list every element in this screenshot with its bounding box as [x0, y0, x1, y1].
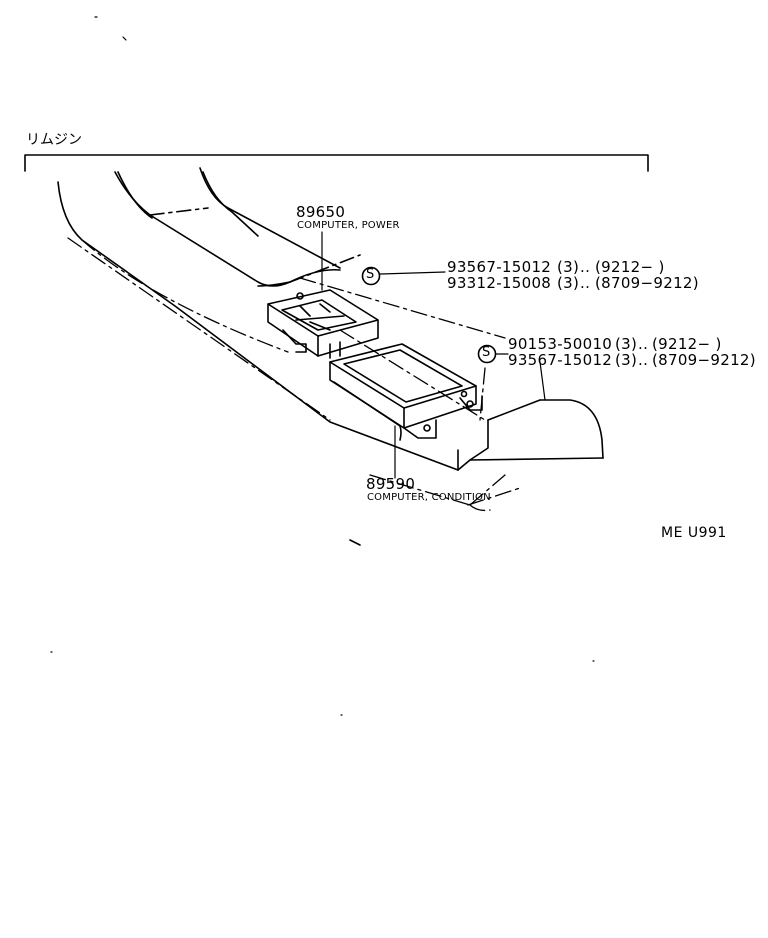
screw-date-range: (9212− ) [652, 335, 722, 353]
condition-computer-drawing [329, 343, 483, 441]
limousine-label: リムジン [26, 132, 82, 148]
screw-separator: .. [580, 258, 591, 276]
screw-quantity: (3) [557, 258, 580, 276]
screw-separator: .. [638, 351, 649, 369]
screw-date-range: (9212− ) [595, 258, 665, 276]
diagram-code: ME U991 [661, 525, 727, 541]
power-computer-name: COMPUTER, POWER [297, 220, 400, 231]
screw-part-number: 90153-50010 [508, 335, 613, 353]
screw-date-range: (8709−9212) [595, 274, 699, 292]
screw-separator: .. [638, 335, 649, 353]
leader-lines [321, 231, 546, 479]
screw-separator: .. [580, 274, 591, 292]
screw-symbol-2-letter: S [482, 345, 491, 360]
condition-computer-name: COMPUTER, CONDITION [367, 492, 491, 503]
screw-quantity: (3) [615, 335, 638, 353]
screw-quantity: (3) [557, 274, 580, 292]
screw-date-range: (8709−9212) [652, 351, 756, 369]
screw-part-number: 93567-15012 [447, 258, 552, 276]
screw-quantity: (3) [615, 351, 638, 369]
reference-lines [67, 237, 521, 512]
specks [50, 16, 595, 716]
screw-part-number: 93312-15008 [447, 274, 552, 292]
screw-symbol-1-letter: S [366, 267, 375, 282]
condition-computer-part-number: 89590 [366, 475, 416, 493]
console-outline [57, 167, 604, 546]
screw-symbol-2 [477, 344, 497, 364]
power-computer-drawing [267, 289, 379, 359]
screw-symbol-1 [361, 266, 381, 286]
power-computer-part-number: 89650 [296, 203, 346, 221]
screw-part-number: 93567-15012 [508, 351, 613, 369]
limousine-bracket [24, 154, 649, 172]
